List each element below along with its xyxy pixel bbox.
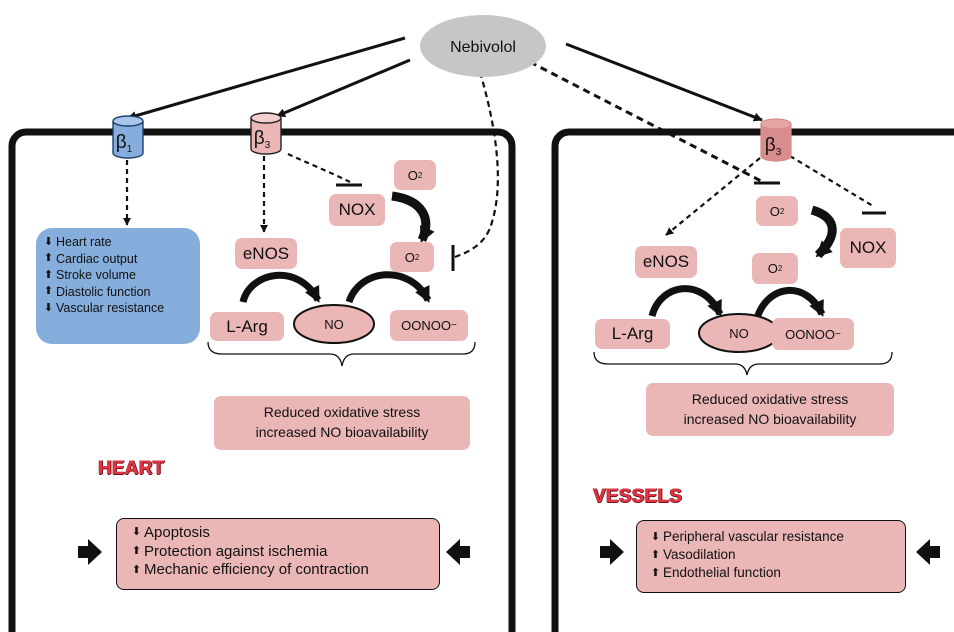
vessels-title: VESSELS: [593, 486, 683, 507]
arrow-up-icon: ⬆: [131, 563, 142, 576]
arrow-down-icon: ⬇: [43, 301, 54, 314]
arrow-up-icon: ⬆: [43, 268, 54, 281]
arrow-larg-to-no-heart: [239, 271, 322, 304]
cardiac-effect-item: ⬇Heart rate: [43, 235, 112, 249]
beta1-receptor: β1: [112, 115, 144, 159]
arrow-up-icon: ⬆: [43, 252, 54, 265]
cardiac-effect-item: ⬆Cardiac output: [43, 251, 138, 266]
heart-effect-item: ⬆Protection against ischemia: [131, 542, 328, 560]
arrow-left-icon-vessels: [916, 539, 940, 565]
cardiac-effects-box: ⬇Heart rate ⬆Cardiac output ⬆Stroke volu…: [36, 228, 200, 344]
arrow-up-icon: ⬆: [650, 548, 661, 561]
vessels-effect-item: ⬇Peripheral vascular resistance: [650, 529, 844, 544]
vessels-effect-item: ⬆Endothelial function: [650, 565, 781, 581]
inhibit-beta3-to-nox-vessels: [789, 155, 874, 207]
no-label-vessels: NO: [729, 326, 749, 341]
svg-text:β3: β3: [765, 135, 782, 158]
arrow-right-icon-vessels: [600, 539, 624, 565]
cardiac-effect-item: ⬆Diastolic function: [43, 284, 151, 299]
inhibit-beta3-to-nox-heart: [287, 153, 351, 183]
enos-box-vessels: eNOS: [635, 246, 697, 278]
no-ellipse-heart: [293, 304, 375, 344]
brace-heart: [207, 341, 476, 367]
nox-box-heart: NOX: [329, 194, 385, 226]
nebivolol-ellipse: [420, 15, 546, 77]
vessels-effects-box: ⬇Peripheral vascular resistance ⬆Vasodil…: [636, 520, 906, 593]
heart-effect-item: ⬇Apoptosis: [131, 524, 210, 541]
heart-effect-item: ⬆Mechanic efficiency of contraction: [131, 561, 369, 579]
svg-text:β3: β3: [254, 128, 271, 151]
beta3-receptor-heart: β3: [250, 112, 282, 155]
oonoo-box-heart: OONOO−: [390, 310, 468, 341]
arrow-nebivolol-to-beta1: [127, 36, 406, 121]
arrow-no-to-oonoo-heart: [345, 271, 432, 304]
larg-box-vessels: L-Arg: [595, 319, 670, 349]
arrow-larg-to-no-vessels: [648, 285, 724, 318]
oonoo-box-vessels: OONOO−: [772, 318, 854, 350]
nox-box-vessels: NOX: [840, 228, 896, 268]
beta3-receptor-vessels: β3: [760, 118, 792, 162]
arrow-up-icon: ⬆: [131, 545, 142, 558]
arrow-left-icon-heart: [446, 539, 470, 565]
arrow-nebivolol-to-beta3-vessels: [565, 42, 763, 122]
arrow-down-icon: ⬇: [650, 530, 661, 543]
arrow-o2-cycle-vessels: [810, 205, 837, 259]
larg-box-heart: L-Arg: [210, 312, 284, 341]
nebivolol-label: Nebivolol: [450, 39, 516, 56]
cardiac-effect-item: ⬆Stroke volume: [43, 268, 136, 282]
arrow-right-icon-heart: [78, 539, 102, 565]
no-label-heart: NO: [324, 317, 344, 332]
cardiac-effect-item: ⬇Vascular resistance: [43, 301, 165, 315]
heart-effects-box: ⬇Apoptosis ⬆Protection against ischemia …: [116, 518, 440, 590]
heart-title: HEART: [98, 458, 165, 479]
arrow-up-icon: ⬆: [43, 285, 54, 298]
arrow-down-icon: ⬇: [43, 235, 54, 248]
arrow-beta3-to-enos-vessels: [665, 157, 761, 236]
arrow-up-icon: ⬆: [650, 567, 661, 580]
arrow-no-to-oonoo-vessels: [753, 286, 826, 320]
enos-box-heart: eNOS: [235, 238, 297, 269]
arrow-o2-cycle-heart: [391, 191, 435, 243]
inhibit-nebivolol-to-o2-vessels: [529, 60, 766, 185]
svg-text:β1: β1: [116, 132, 133, 155]
vessels-effect-item: ⬆Vasodilation: [650, 547, 736, 563]
arrow-down-icon: ⬇: [131, 526, 142, 539]
brace-vessels: [593, 351, 893, 376]
inhibit-nebivolol-to-o2-heart: [454, 71, 499, 259]
arrow-nebivolol-to-beta3-heart: [276, 58, 411, 118]
